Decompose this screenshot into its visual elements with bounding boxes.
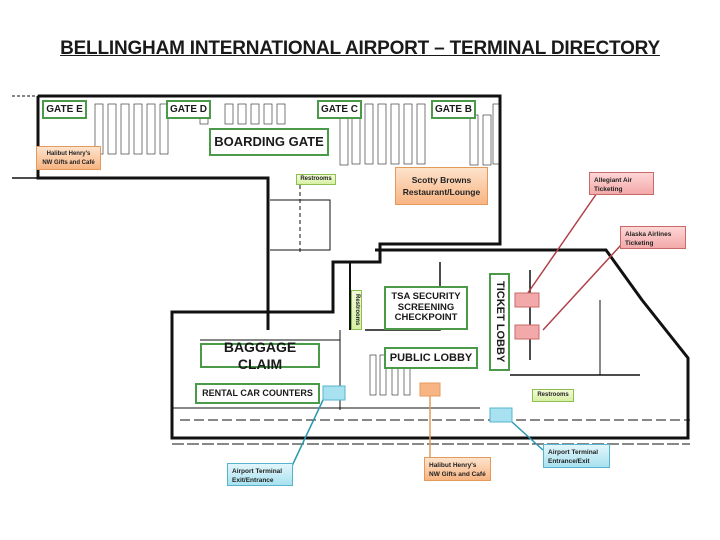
boarding-gate-label: BOARDING GATE: [209, 128, 329, 156]
restrooms-lower-callout: Restrooms: [532, 389, 574, 402]
east-entrance-marker: [489, 407, 513, 423]
page-title: BELLINGHAM INTERNATIONAL AIRPORT – TERMI…: [60, 38, 660, 59]
alaska-counter-marker: [514, 324, 540, 340]
ticket-lobby-label: TICKET LOBBY: [489, 273, 510, 371]
gate-d-label: GATE D: [166, 100, 211, 119]
restrooms-mid-callout: Restrooms: [351, 290, 362, 330]
gift-shop-marker: [419, 382, 441, 397]
gate-seating: [94, 103, 500, 396]
allegiant-counter-marker: [514, 292, 540, 308]
gate-c-label: GATE C: [317, 100, 362, 119]
callout-leaders: [291, 192, 622, 467]
baggage-claim-label: BAGGAGE CLAIM: [200, 339, 320, 372]
halibut-henrys-lower-callout: Halibut Henry's NW Gifts and Café: [424, 457, 491, 481]
terminal-exit-west-callout: Airport Terminal Exit/Entrance: [227, 463, 293, 486]
alaska-airlines-callout: Alaska Airlines Ticketing: [620, 226, 686, 249]
rental-car-counters-label: RENTAL CAR COUNTERS: [195, 383, 320, 404]
gate-e-label: GATE E: [42, 100, 87, 119]
allegiant-air-callout: Allegiant Air Ticketing: [589, 172, 654, 195]
restrooms-upper-callout: Restrooms: [296, 174, 336, 185]
halibut-henrys-upper-callout: Halibut Henry's NW Gifts and Café: [36, 146, 101, 170]
tsa-checkpoint-label: TSA SECURITY SCREENING CHECKPOINT: [384, 286, 468, 330]
terminal-entrance-east-callout: Airport Terminal Entrance/Exit: [543, 444, 610, 468]
public-lobby-label: PUBLIC LOBBY: [384, 347, 478, 369]
scotty-browns-callout: Scotty Browns Restaurant/Lounge: [395, 167, 488, 205]
west-exit-marker: [322, 385, 346, 401]
walls: [12, 94, 690, 445]
gate-b-label: GATE B: [431, 100, 476, 119]
